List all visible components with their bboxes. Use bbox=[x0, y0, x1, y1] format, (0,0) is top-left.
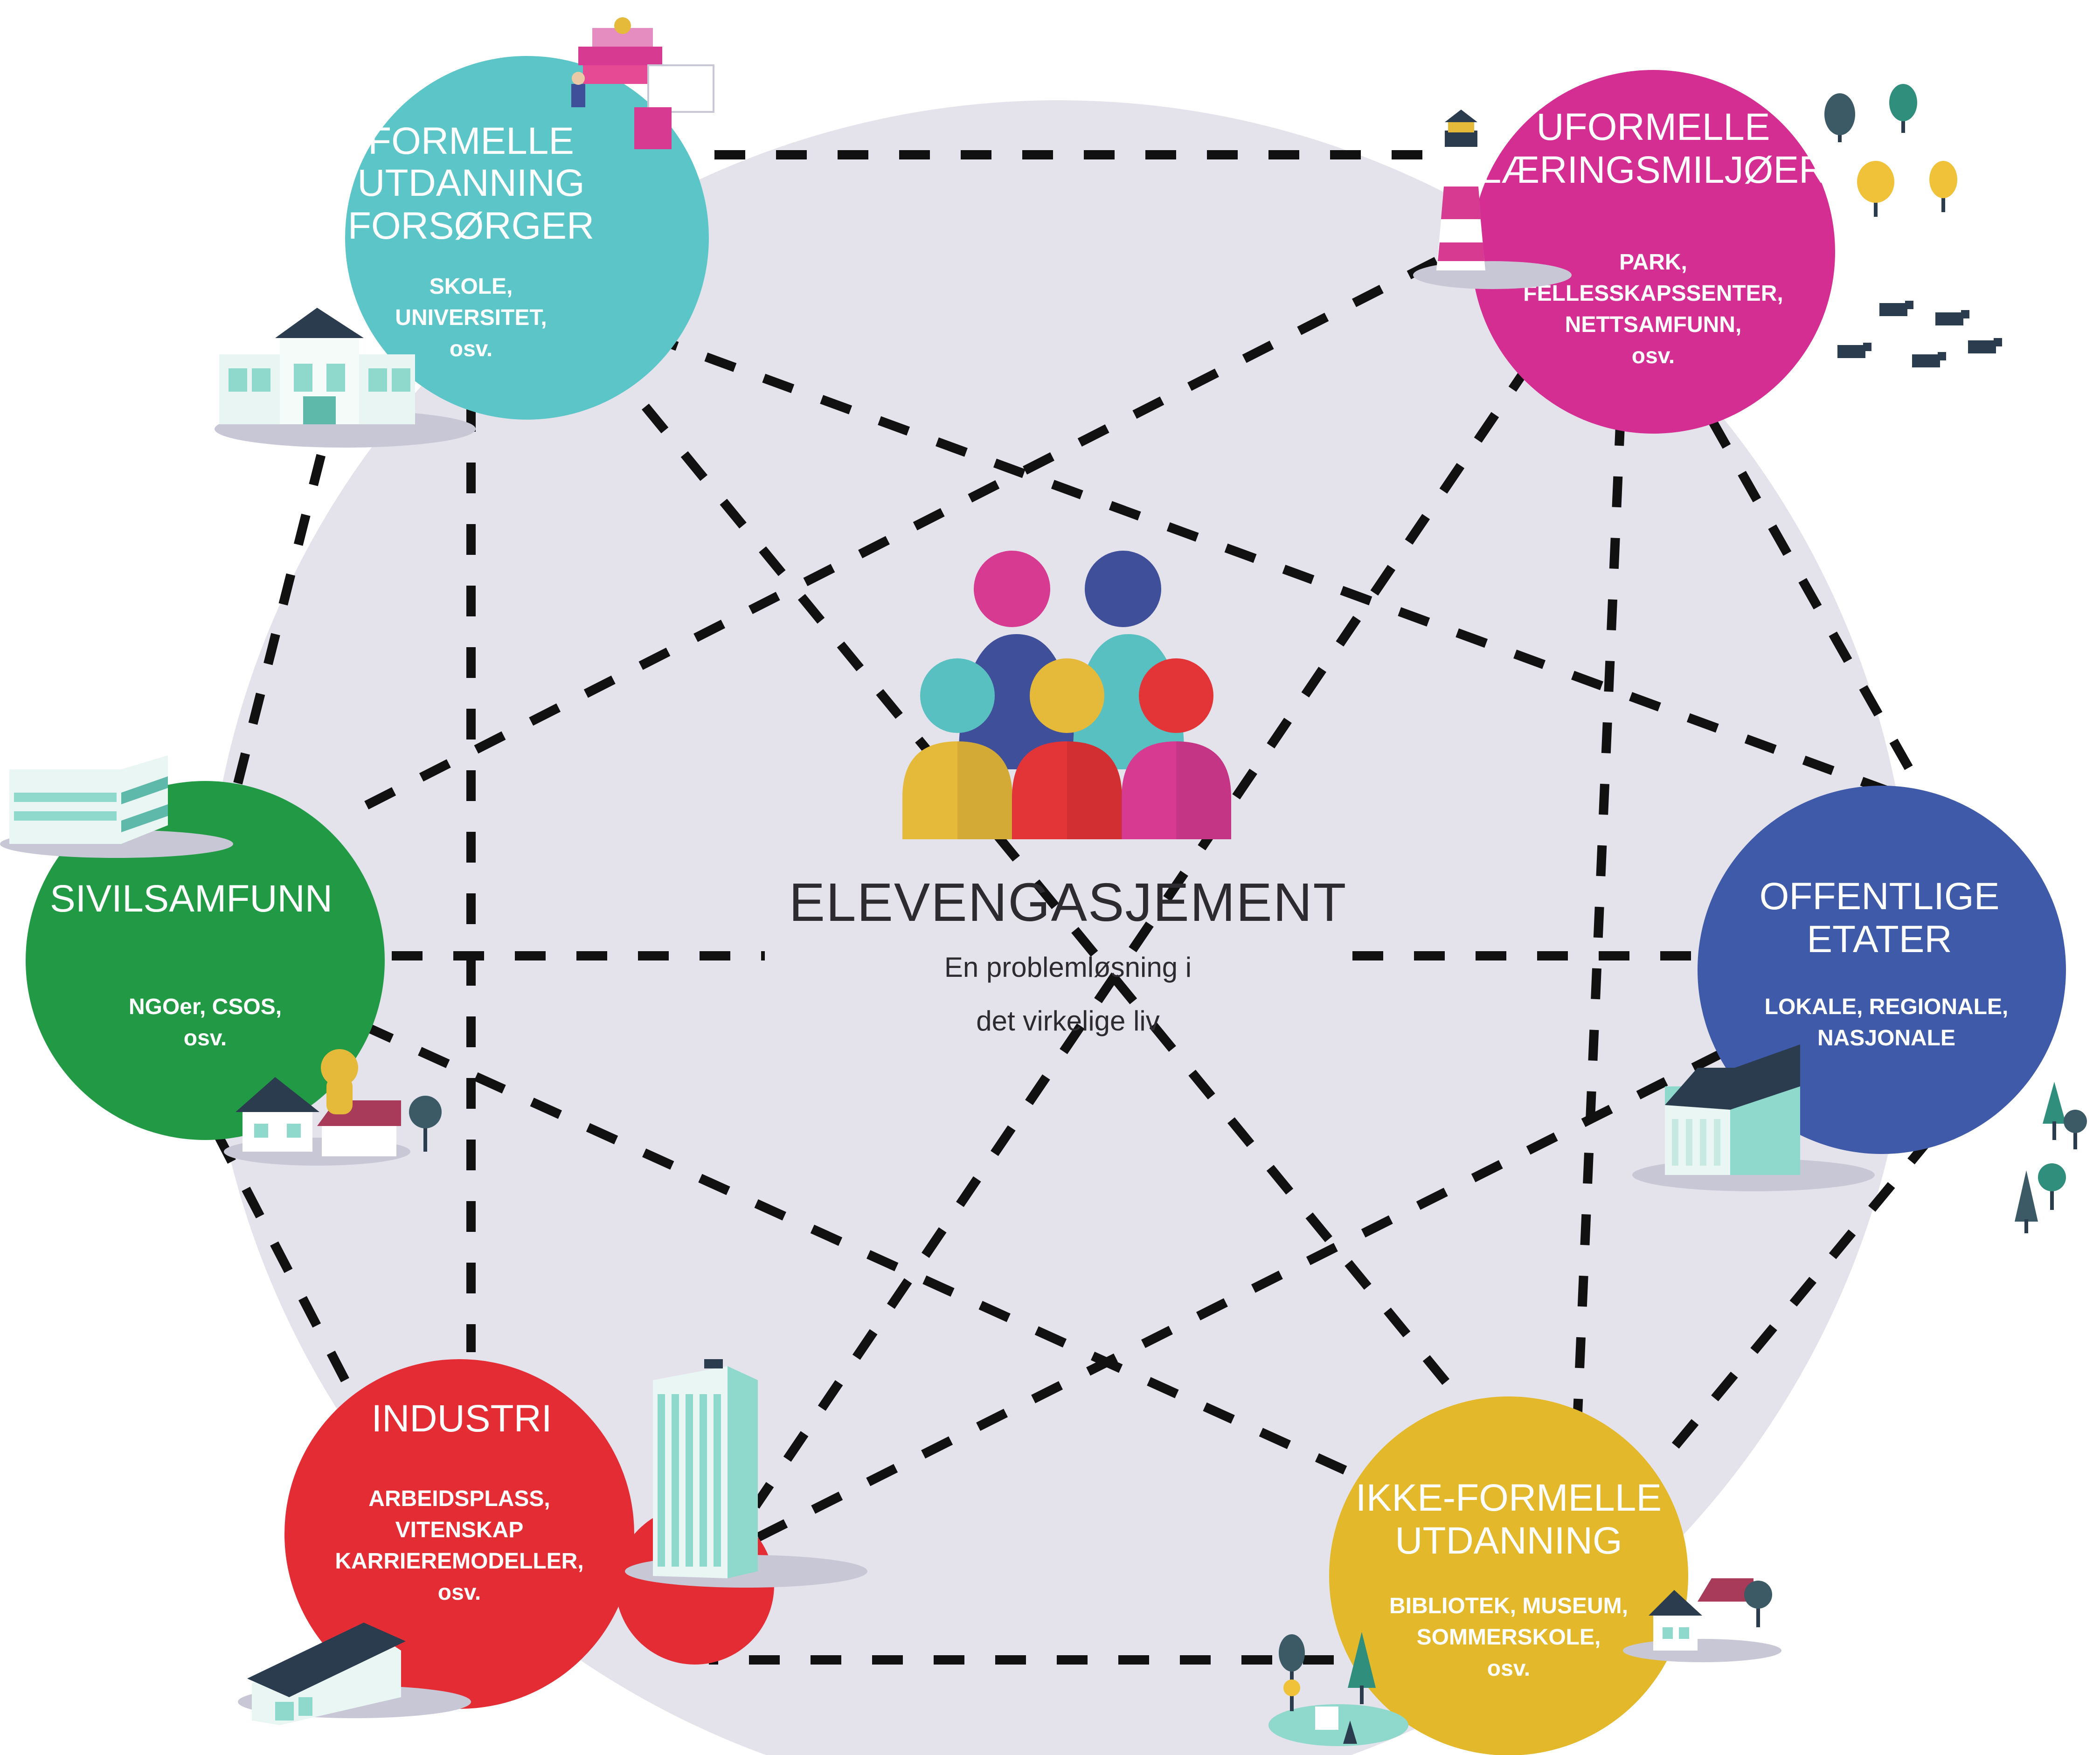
civil-sub-line1: NGOer, CSOS, bbox=[129, 995, 282, 1019]
public-sub-line1: LOKALE, REGIONALE, bbox=[1765, 995, 2009, 1019]
public-title-line1: OFFENTLIGE bbox=[1760, 875, 2000, 918]
connector-informal-nonformal bbox=[1572, 415, 1625, 1446]
industry-sub-line1: ARBEIDSPLASS, bbox=[368, 1486, 550, 1511]
office-building-icon bbox=[0, 755, 233, 858]
industry-sub-line3: KARRIEREMODELLER, bbox=[335, 1549, 583, 1574]
people-group-icon bbox=[902, 551, 1231, 839]
nonformal-title-line1: IKKE-FORMELLE bbox=[1356, 1477, 1662, 1519]
civil-title-line1: SIVILSAMFUNN bbox=[50, 878, 333, 920]
formal-title-line3: FORSØRGER bbox=[348, 205, 594, 247]
center-subtitle-line1: En problemløsning i bbox=[944, 952, 1192, 983]
background-disc bbox=[205, 100, 1912, 1755]
trees-icon bbox=[1824, 84, 1957, 217]
industry-title-line1: INDUSTRI bbox=[371, 1397, 552, 1440]
trees-icon bbox=[2015, 1082, 2087, 1233]
cows-icon bbox=[1837, 301, 2002, 367]
nonformal-title-line2: UTDANNING bbox=[1395, 1520, 1622, 1562]
formal-sub-line3: osv. bbox=[450, 337, 492, 361]
connector-formal-public bbox=[646, 331, 1933, 811]
informal-sub-line4: osv. bbox=[1632, 344, 1675, 368]
informal-sub-line3: NETTSAMFUNN, bbox=[1565, 312, 1742, 337]
informal-title-line2: LÆRINGSMILJØER bbox=[1480, 149, 1827, 191]
houses-icon bbox=[224, 1049, 442, 1166]
connector-civil-nonformal bbox=[361, 1021, 1457, 1525]
connector-public-industry bbox=[716, 1050, 1723, 1562]
informal-title-line1: UFORMELLE bbox=[1536, 106, 1770, 148]
houses-icon bbox=[1623, 1578, 1781, 1662]
civil-sub-line2: osv. bbox=[184, 1026, 227, 1050]
nonformal-sub-line1: BIBLIOTEK, MUSEUM, bbox=[1389, 1594, 1628, 1618]
industry-sub-line4: osv. bbox=[438, 1580, 481, 1605]
village-icon bbox=[1268, 1632, 1408, 1746]
connector-lines bbox=[210, 150, 1935, 1665]
informal-sub-line1: PARK, bbox=[1619, 250, 1687, 275]
nonformal-sub-line3: osv. bbox=[1487, 1656, 1530, 1681]
books-stack-icon bbox=[571, 17, 714, 149]
node-informal-learning: UFORMELLE LÆRINGSMILJØER PARK, FELLESSKA… bbox=[1471, 70, 1835, 434]
connector-public-nonformal bbox=[1656, 1134, 1934, 1467]
connector-industry-civil bbox=[210, 1126, 349, 1382]
node-nonformal-education: IKKE-FORMELLE UTDANNING BIBLIOTEK, MUSEU… bbox=[1329, 1396, 1688, 1755]
center-subtitle-line2: det virkelige liv bbox=[976, 1005, 1160, 1036]
connector-informal-industry bbox=[751, 361, 1534, 1509]
skyscraper-icon bbox=[625, 1359, 867, 1588]
public-title-line2: ETATER bbox=[1807, 918, 1952, 960]
center-title: ELEVENGASJEMENT bbox=[789, 872, 1347, 933]
node-formal-education: FORMELLE UTDANNING FORSØRGER SKOLE, UNIV… bbox=[345, 56, 709, 420]
node-civil-society: SIVILSAMFUNN NGOer, CSOS, osv. bbox=[26, 781, 385, 1140]
formal-title-line2: UTDANNING bbox=[357, 162, 584, 204]
informal-sub-line2: FELLESSKAPSSENTER, bbox=[1523, 281, 1783, 306]
lighthouse-icon bbox=[1413, 110, 1572, 289]
connector-formal-nonformal bbox=[603, 356, 1463, 1402]
nonformal-sub-line2: SOMMERSKOLE, bbox=[1417, 1625, 1601, 1650]
school-building-icon bbox=[215, 308, 476, 448]
connector-informal-civil bbox=[361, 257, 1439, 811]
formal-sub-line2: UNIVERSITET, bbox=[395, 305, 547, 330]
public-sub-line2: NASJONALE bbox=[1817, 1026, 1955, 1050]
warehouse-icon bbox=[238, 1623, 471, 1725]
formal-title-line1: FORMELLE bbox=[368, 120, 574, 162]
government-building-icon bbox=[1632, 1044, 1875, 1191]
industry-sub-line2: VITENSKAP bbox=[395, 1518, 524, 1542]
formal-sub-line1: SKOLE, bbox=[430, 274, 513, 299]
connector-informal-public bbox=[1707, 417, 1935, 809]
